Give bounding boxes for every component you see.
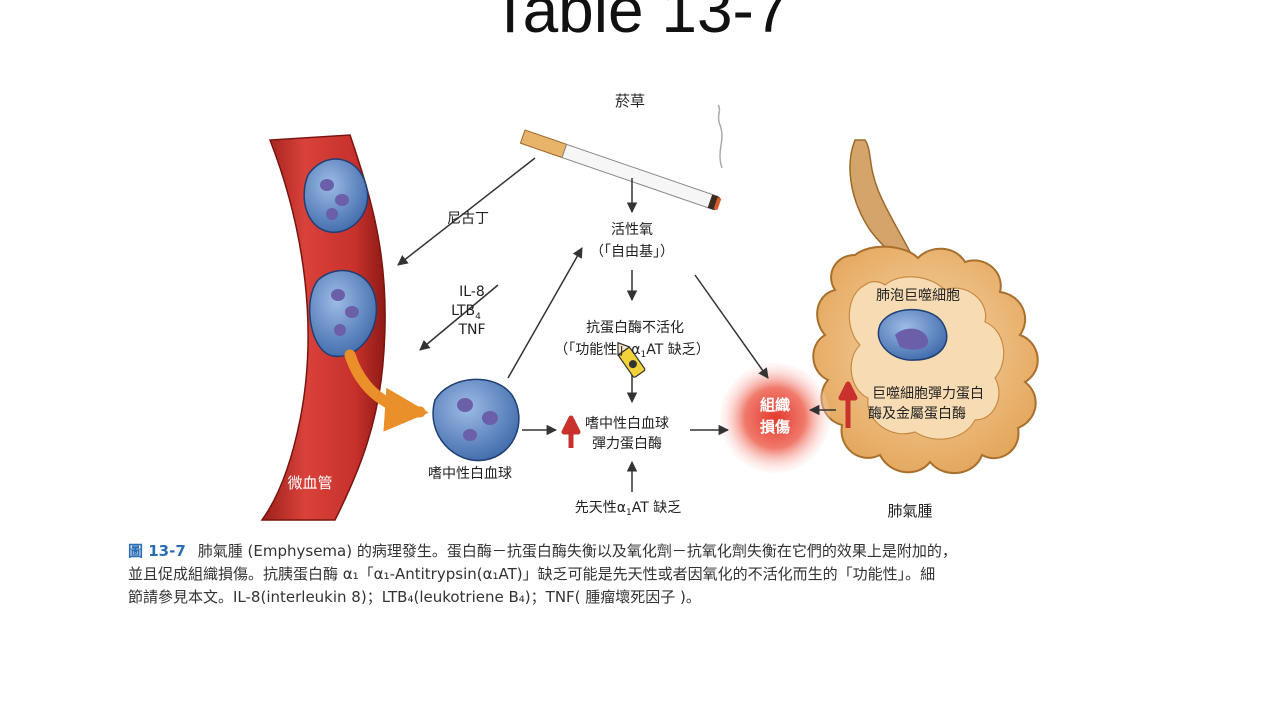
figure-number: 圖 13-7	[128, 542, 186, 560]
pencil-cursor-icon	[617, 341, 646, 378]
tissue-damage-glow	[720, 363, 830, 473]
neutrophil-in-vessel-middle	[308, 270, 378, 358]
migration-arrow	[344, 349, 429, 432]
label-tobacco: 菸草	[615, 92, 645, 110]
label-emphysema: 肺氣腫	[887, 502, 932, 520]
alveoli-cluster	[812, 139, 1039, 475]
label-congenital: 先天性α1AT 缺乏	[575, 500, 681, 518]
label-ltb4: LTB4	[451, 303, 481, 322]
label-ros-line2: （「自由基」）	[590, 243, 674, 260]
label-tnf: TNF	[457, 322, 485, 338]
caption-line-2: 並且促成組織損傷。抗胰蛋白酶 α₁「α₁-Antitrypsin(α₁AT)」缺…	[128, 565, 936, 583]
label-tissue-damage-line2: 損傷	[760, 418, 790, 436]
label-alveolar-macrophage: 肺泡巨噬細胞	[876, 288, 960, 304]
label-macrophage-enzyme-line1: 巨噬細胞彈力蛋白	[872, 386, 984, 402]
emphysema-pathogenesis-diagram: 菸草 尼古丁 IL-8 LTB4 TNF 活性氧 （「自由基」） 抗蛋白酶不活化…	[260, 92, 1039, 521]
label-neutrophil: 嗜中性白血球	[428, 466, 512, 482]
label-inactivation-line1: 抗蛋白酶不活化	[586, 320, 684, 336]
label-elastase-line2: 彈力蛋白酶	[592, 436, 662, 452]
caption-line-3: 節請參見本文。IL-8(interleukin 8)；LTB₄(leukotri…	[128, 588, 701, 606]
label-elastase-line1: 嗜中性白血球	[585, 416, 669, 432]
increase-arrow-macrophage	[838, 381, 858, 428]
slide-title: Table 13-7	[490, 0, 790, 46]
cigarette	[519, 104, 723, 211]
label-il8: IL-8	[459, 284, 485, 300]
label-inactivation-line2: （「功能性」α1AT 缺乏）	[554, 342, 709, 360]
label-macrophage-enzyme-line2: 酶及金屬蛋白酶	[868, 406, 966, 422]
flow-arrows	[397, 157, 836, 492]
label-nicotine: 尼古丁	[447, 211, 489, 227]
label-capillary: 微血管	[287, 474, 332, 492]
label-ros-line1: 活性氧	[611, 222, 653, 238]
label-tissue-damage-line1: 組織	[760, 396, 790, 414]
neutrophil-in-vessel-top	[303, 158, 369, 233]
increase-arrow-elastase	[561, 415, 581, 448]
neutrophil-tissue	[432, 378, 520, 462]
